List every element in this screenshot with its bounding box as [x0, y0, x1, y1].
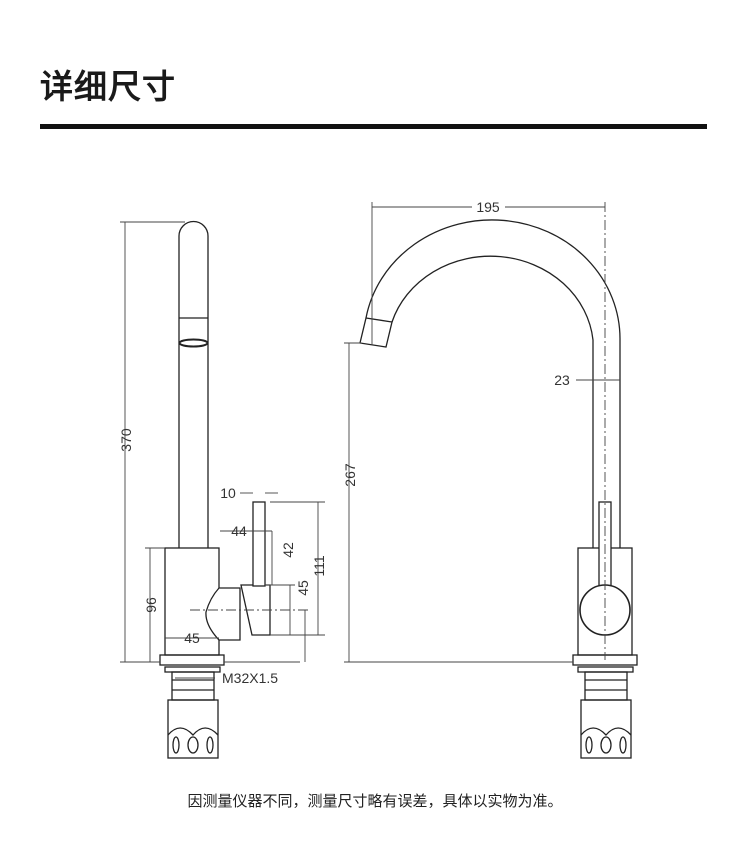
dim-10: 10 — [220, 485, 236, 501]
dim-23: 23 — [554, 372, 570, 388]
side-view-dimension-lines — [120, 221, 325, 679]
front-view-dimension-lines — [344, 202, 620, 663]
dim-42: 42 — [280, 542, 296, 558]
dim-195: 195 — [476, 199, 500, 215]
dim-44: 44 — [231, 523, 247, 539]
dim-267: 267 — [342, 463, 358, 487]
dim-thread: M32X1.5 — [222, 670, 278, 686]
dim-45-handle: 45 — [295, 580, 311, 596]
dim-45-body: 45 — [184, 630, 200, 646]
page-title: 详细尺寸 — [40, 67, 176, 106]
front-view-dimension-labels: 195 23 267 — [342, 199, 570, 487]
dim-111: 111 — [311, 555, 327, 576]
measurement-disclaimer: 因测量仪器不同，测量尺寸略有误差，具体以实物为准。 — [187, 792, 563, 810]
dim-370: 370 — [118, 428, 134, 452]
front-view-faucet — [359, 219, 638, 759]
dim-96: 96 — [143, 597, 159, 613]
title-divider — [40, 124, 707, 129]
side-view-dimension-labels: 370 96 45 10 44 42 45 111 M32X1.5 — [118, 428, 327, 686]
